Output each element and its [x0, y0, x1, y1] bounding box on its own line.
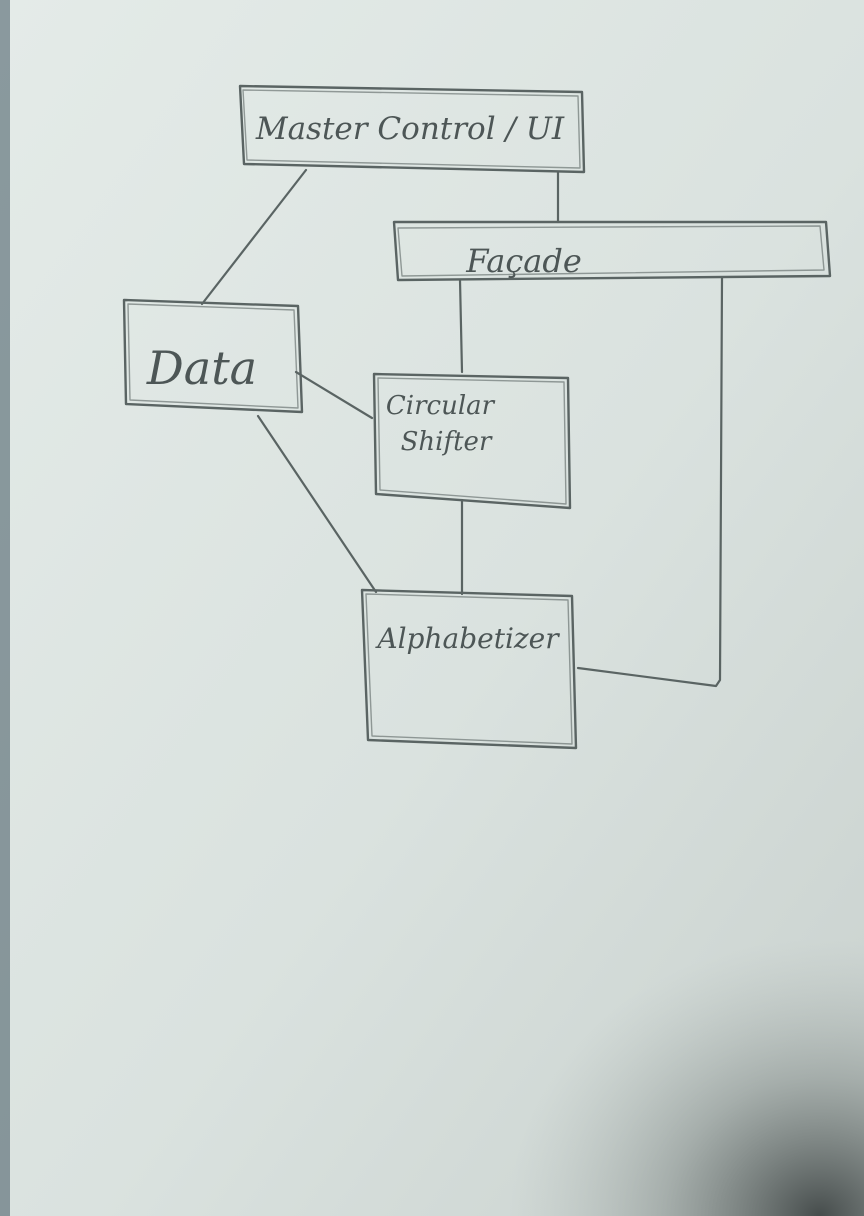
- node-alpha-border-sketch: [365, 593, 573, 745]
- edge-data-shifter: [294, 370, 374, 420]
- node-master-label: Master Control / UI: [255, 111, 565, 147]
- node-shifter-label-line2: Shifter: [401, 427, 493, 457]
- node-data-border-sketch: [127, 303, 299, 409]
- node-facade-border-sketch: [397, 225, 825, 277]
- node-facade-label: Façade: [465, 242, 582, 280]
- edge-facade-alpha: [576, 276, 724, 688]
- node-data-label: Data: [146, 341, 257, 395]
- edge-data-alpha: [256, 414, 378, 594]
- node-shifter-border-sketch: [377, 377, 567, 505]
- paper-left-edge: [0, 0, 10, 1216]
- node-master-border: [238, 84, 586, 174]
- node-alphabetizer: Alphabetizer: [360, 588, 578, 750]
- edge-master-data: [200, 168, 308, 306]
- node-alpha-border: [360, 588, 578, 750]
- edge-facade-shifter: [458, 278, 464, 374]
- node-master-border-sketch: [242, 89, 581, 169]
- node-data-border: [122, 298, 304, 414]
- node-shifter-border: [372, 372, 572, 510]
- node-alpha-label: Alphabetizer: [374, 622, 560, 655]
- node-circular-shifter: Circular Shifter: [372, 372, 572, 510]
- node-facade-border: [392, 220, 832, 282]
- paper-shadow: [420, 820, 864, 1216]
- node-facade: Façade: [392, 220, 832, 282]
- connectors: [200, 168, 724, 688]
- node-shifter-label-line1: Circular: [386, 391, 496, 421]
- node-data: Data: [122, 298, 304, 414]
- node-master-control: Master Control / UI: [238, 84, 586, 174]
